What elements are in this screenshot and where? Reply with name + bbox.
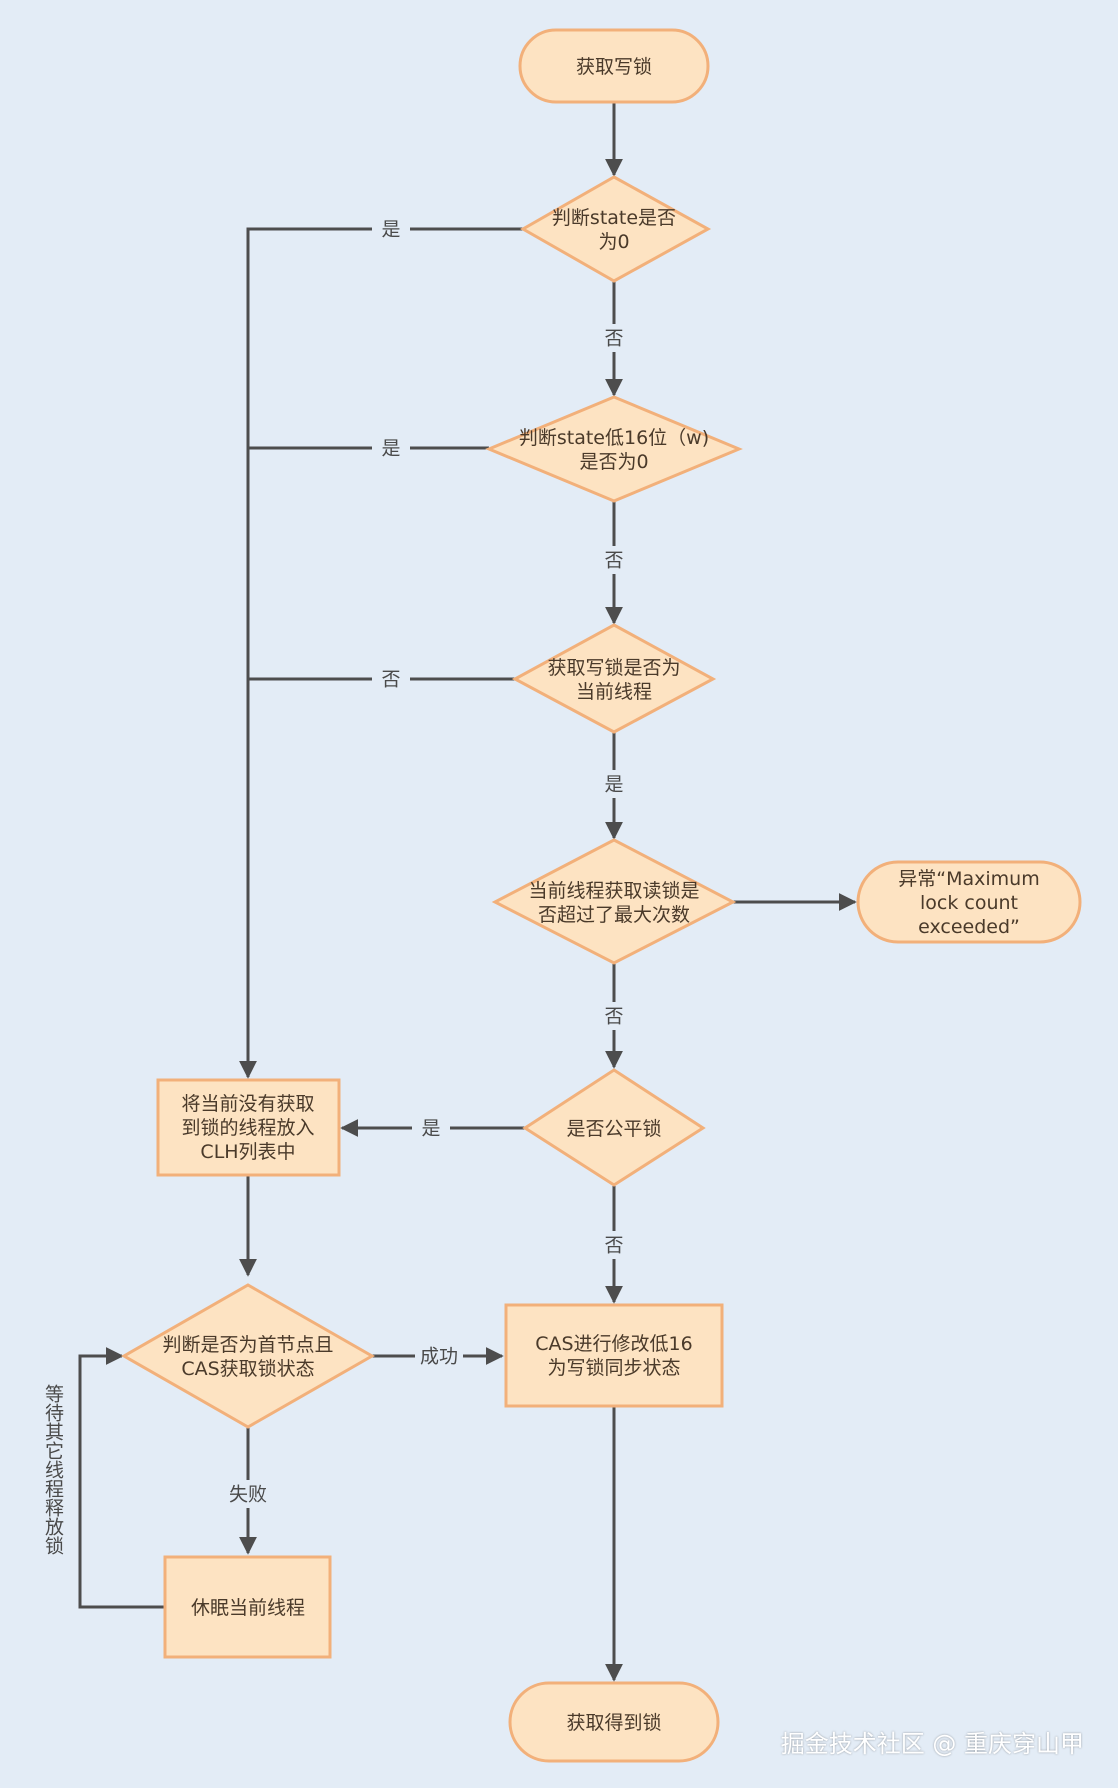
label-d3-yes: 是 <box>604 774 623 796</box>
decision-low16-zero: 判断state低16位（w)是否为0 <box>485 395 743 503</box>
start-node-label: 获取写锁 <box>576 56 652 78</box>
sleep-node: 休眠当前线程 <box>163 1555 332 1659</box>
label-wait-loop: 等待其它线程释放锁 <box>42 1384 64 1555</box>
node-label-line: 判断是否为首节点且 <box>162 1334 333 1356</box>
decision-state-zero: 判断state是否为0 <box>519 175 712 283</box>
node-label-line: 是否公平锁 <box>566 1118 661 1140</box>
node-label-line: 当前线程 <box>576 681 652 703</box>
sleep-node-label: 休眠当前线程 <box>191 1597 305 1619</box>
decision-owner-thread-label: 获取写锁是否为当前线程 <box>547 657 680 703</box>
label-d2-yes: 是 <box>381 438 400 460</box>
label-d3-no: 否 <box>381 669 400 691</box>
end-node: 获取得到锁 <box>508 1681 720 1763</box>
node-label-line: 当前线程获取读锁是 <box>528 880 699 902</box>
label-d6-fail: 失败 <box>229 1484 267 1506</box>
decision-state-zero-label: 判断state是否为0 <box>552 207 676 253</box>
label-d4-no: 否 <box>604 1006 623 1028</box>
node-label-line: lock count <box>920 892 1018 914</box>
label-d1-yes: 是 <box>381 219 400 241</box>
label-d5-yes: 是 <box>421 1118 440 1140</box>
node-label-line: CLH列表中 <box>200 1141 295 1163</box>
node-label-line: 获取写锁 <box>576 56 652 78</box>
node-label-line: 到锁的线程放入 <box>181 1117 314 1139</box>
node-label-line: 休眠当前线程 <box>191 1597 305 1619</box>
label-d2-no: 否 <box>604 550 623 572</box>
edge-d1-yes-path <box>239 227 523 1079</box>
node-label-line: CAS进行修改低16 <box>535 1333 693 1355</box>
decision-max-count: 当前线程获取读锁是否超过了最大次数 <box>491 838 737 965</box>
node-label-line: 判断state是否 <box>552 207 676 229</box>
label-d1-no: 否 <box>604 328 623 350</box>
start-node: 获取写锁 <box>518 28 710 104</box>
node-label-line: 为写锁同步状态 <box>547 1357 680 1379</box>
node-label-line: 为0 <box>598 231 629 253</box>
edge-sleep-loop <box>78 1347 165 1609</box>
decision-fair-lock: 是否公平锁 <box>522 1068 706 1187</box>
node-label-line: CAS获取锁状态 <box>181 1358 314 1380</box>
node-label-line: 判断state低16位（w) <box>519 427 709 449</box>
end-node-label: 获取得到锁 <box>566 1712 661 1734</box>
node-label-line: 获取写锁是否为 <box>547 657 680 679</box>
node-label-line: 是否为0 <box>579 451 648 473</box>
decision-low16-zero-label: 判断state低16位（w)是否为0 <box>519 427 709 473</box>
decision-fair-lock-label: 是否公平锁 <box>566 1118 661 1140</box>
node-label-line: 否超过了最大次数 <box>538 904 690 926</box>
node-label-line: exceeded” <box>918 916 1020 938</box>
label-d6-success: 成功 <box>420 1346 458 1368</box>
label-d5-no: 否 <box>604 1235 623 1257</box>
decision-owner-thread: 获取写锁是否为当前线程 <box>511 623 717 734</box>
watermark: 掘金技术社区 @ 重庆穿山甲 <box>780 1730 1084 1758</box>
node-label-line: 获取得到锁 <box>566 1712 661 1734</box>
node-label-line: 异常“Maximum <box>898 868 1039 890</box>
node-label-line: 将当前没有获取 <box>181 1093 314 1115</box>
decision-max-count-label: 当前线程获取读锁是否超过了最大次数 <box>528 880 699 926</box>
